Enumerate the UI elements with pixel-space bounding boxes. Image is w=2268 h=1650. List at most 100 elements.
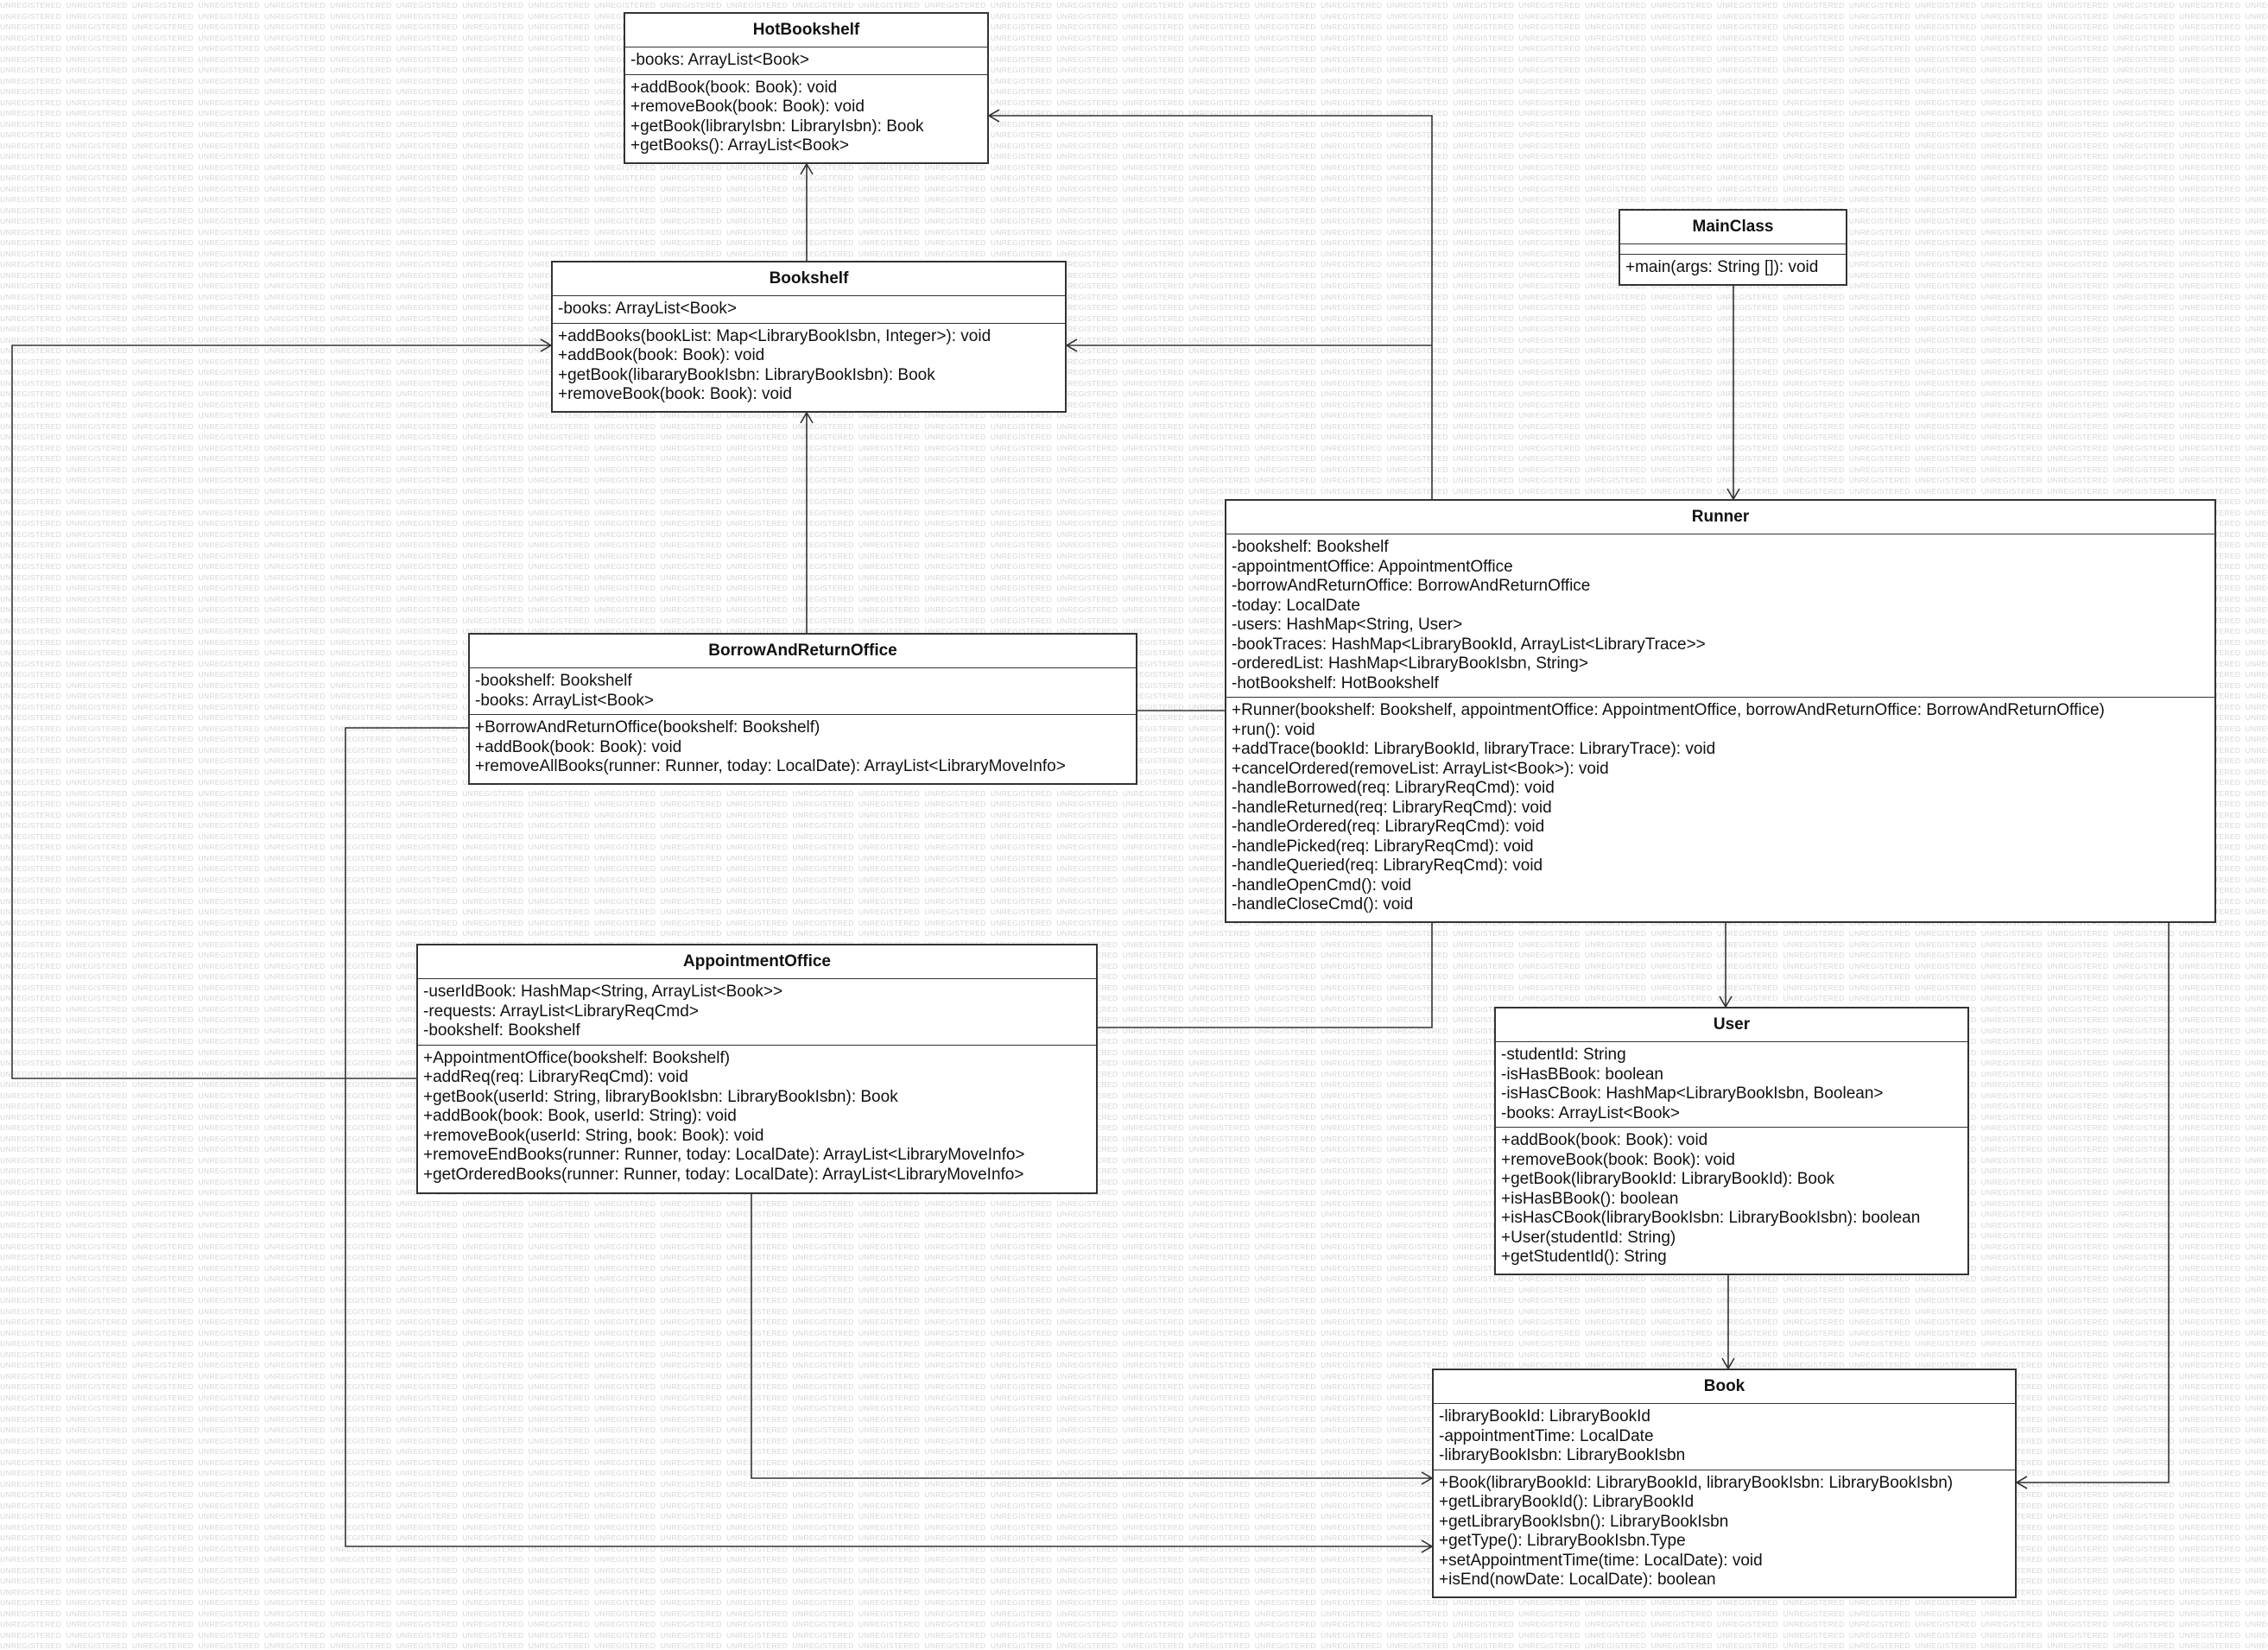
method-row: +removeBook(userId: String, book: Book):… [423, 1126, 764, 1145]
bookshelf-to-hotbookshelf-line [800, 162, 814, 261]
method-row: +addBook(book: Book): void [558, 346, 765, 364]
runner-to-user-line [1719, 923, 1733, 1008]
method-row: -handleQueried(req: LibraryReqCmd): void [1232, 857, 1543, 875]
attributes-section: -books: ArrayList<Book> [625, 47, 987, 74]
attributes-section: -books: ArrayList<Book> [553, 296, 1065, 323]
mainclass-to-runner-line [1726, 286, 1740, 501]
attribute-row: -libraryBookId: LibraryBookId [1439, 1407, 1650, 1426]
attributes-section: -bookshelf: Bookshelf-books: ArrayList<B… [470, 668, 1136, 714]
attribute-row: -studentId: String [1501, 1046, 1626, 1064]
class-borrowandreturnoffice[interactable]: BorrowAndReturnOffice -bookshelf: Booksh… [468, 633, 1137, 785]
method-row: +User(studentId: String) [1501, 1228, 1676, 1247]
attribute-row: -borrowAndReturnOffice: BorrowAndReturnO… [1232, 577, 1591, 595]
method-row: +getLibraryBookIsbn(): LibraryBookIsbn [1439, 1512, 1729, 1531]
method-row: +getBook(libraryIsbn: LibraryIsbn): Book [630, 117, 924, 136]
attribute-row: -today: LocalDate [1232, 596, 1360, 615]
method-row: +isHasCBook(libraryBookIsbn: LibraryBook… [1501, 1209, 1921, 1227]
methods-section: +main(args: String []): void [1620, 254, 1846, 281]
class-name: BorrowAndReturnOffice [470, 635, 1136, 668]
method-row: +removeBook(book: Book): void [630, 98, 865, 116]
appointmentoffice-to-runner-line [1098, 923, 1433, 1028]
attribute-row: -hotBookshelf: HotBookshelf [1232, 673, 1439, 692]
attribute-row: -requests: ArrayList<LibraryReqCmd> [423, 1002, 699, 1021]
attributes-section: -libraryBookId: LibraryBookId-appointmen… [1434, 1404, 2015, 1470]
method-row: +removeAllBooks(runner: Runner, today: L… [475, 757, 1066, 775]
method-row: +addBook(book: Book): void [475, 737, 682, 756]
method-row: +cancelOrdered(removeList: ArrayList<Boo… [1232, 759, 1609, 778]
attribute-row: -userIdBook: HashMap<String, ArrayList<B… [423, 983, 783, 1001]
method-row: +addBook(book: Book): void [1501, 1131, 1708, 1149]
method-row: +addReq(req: LibraryReqCmd): void [423, 1068, 688, 1086]
class-name: Bookshelf [553, 262, 1065, 296]
method-row: -handleOpenCmd(): void [1232, 876, 1412, 895]
attribute-row: -isHasBBook: boolean [1501, 1065, 1663, 1084]
attributes-section: -bookshelf: Bookshelf-appointmentOffice:… [1226, 534, 2214, 697]
method-row: +isHasBBook(): boolean [1501, 1189, 1679, 1208]
arrowhead [987, 109, 1000, 123]
methods-section: +Book(libraryBookId: LibraryBookId, libr… [1434, 1469, 2015, 1594]
class-name: AppointmentOffice [418, 945, 1096, 979]
arrowhead [800, 411, 814, 424]
class-hotbookshelf[interactable]: HotBookshelf -books: ArrayList<Book> +ad… [624, 12, 989, 164]
attribute-row: -bookTraces: HashMap<LibraryBookId, Arra… [1232, 635, 1706, 654]
attribute-row: -bookshelf: Bookshelf [1232, 538, 1389, 556]
method-row: +removeBook(book: Book): void [558, 385, 792, 403]
borrowandreturnoffice-to-bookshelf-line [800, 411, 814, 633]
method-row: -handleCloseCmd(): void [1232, 895, 1414, 914]
method-row: -handleReturned(req: LibraryReqCmd): voi… [1232, 798, 1552, 817]
attribute-row: -users: HashMap<String, User> [1232, 616, 1463, 634]
method-row: +getBook(libraryBookId: LibraryBookId): … [1501, 1170, 1835, 1188]
class-user[interactable]: User -studentId: String-isHasBBook: bool… [1494, 1007, 1969, 1275]
method-row: +Runner(bookshelf: Bookshelf, appointmen… [1232, 701, 2105, 719]
attribute-row: -appointmentTime: LocalDate [1439, 1426, 1654, 1445]
method-row: +run(): void [1232, 720, 1315, 739]
method-row: +addBook(book: Book, userId: String): vo… [423, 1107, 737, 1125]
user-to-book-line [1721, 1275, 1735, 1370]
method-row: +isEnd(nowDate: LocalDate): boolean [1439, 1571, 1716, 1589]
class-bookshelf[interactable]: Bookshelf -books: ArrayList<Book> +addBo… [551, 261, 1067, 413]
attributes-section: -studentId: String-isHasBBook: boolean-i… [1496, 1042, 1967, 1127]
methods-section: +addBooks(bookList: Map<LibraryBookIsbn,… [553, 322, 1065, 408]
method-row: +addBook(book: Book): void [630, 78, 838, 97]
method-row: +main(args: String []): void [1625, 258, 1819, 276]
method-row: +BorrowAndReturnOffice(bookshelf: Booksh… [475, 718, 820, 736]
method-row: +removeEndBooks(runner: Runner, today: L… [423, 1146, 1025, 1164]
method-row: +getType(): LibraryBookIsbn.Type [1439, 1532, 1686, 1550]
method-row: +Book(libraryBookId: LibraryBookId, libr… [1439, 1473, 1954, 1492]
methods-section: +addBook(book: Book): void+removeBook(bo… [625, 73, 987, 160]
arrowhead [1065, 338, 1078, 352]
class-appointmentoffice[interactable]: AppointmentOffice -userIdBook: HashMap<S… [416, 944, 1098, 1194]
attribute-row: -bookshelf: Bookshelf [423, 1021, 580, 1040]
class-name: HotBookshelf [625, 14, 987, 47]
method-row: +getLibraryBookId(): LibraryBookId [1439, 1493, 1695, 1511]
methods-section: +AppointmentOffice(bookshelf: Bookshelf)… [418, 1044, 1096, 1189]
class-mainclass[interactable]: MainClass +main(args: String []): void [1619, 209, 1847, 286]
method-row: +getBooks(): ArrayList<Book> [630, 136, 849, 155]
class-name: Book [1434, 1370, 2015, 1404]
attribute-row: -bookshelf: Bookshelf [475, 672, 632, 690]
attributes-section: -userIdBook: HashMap<String, ArrayList<B… [418, 979, 1096, 1045]
runner-to-hotbookshelf-line [987, 109, 1433, 499]
method-row: +getBook(userId: String, libraryBookIsbn… [423, 1087, 898, 1106]
method-row: +addTrace(bookId: LibraryBookId, library… [1232, 740, 1716, 758]
methods-section: +Runner(bookshelf: Bookshelf, appointmen… [1226, 697, 2214, 919]
class-book[interactable]: Book -libraryBookId: LibraryBookId-appoi… [1432, 1369, 2017, 1598]
method-row: -handleBorrowed(req: LibraryReqCmd): voi… [1232, 779, 1555, 797]
arrowhead [2015, 1476, 2028, 1489]
methods-section: +BorrowAndReturnOffice(bookshelf: Booksh… [470, 714, 1136, 781]
method-row: +getStudentId(): String [1501, 1248, 1667, 1266]
method-row: -handleOrdered(req: LibraryReqCmd): void [1232, 818, 1545, 836]
class-runner[interactable]: Runner -bookshelf: Bookshelf-appointment… [1225, 499, 2216, 923]
class-name: Runner [1226, 501, 2214, 534]
attribute-row: -books: ArrayList<Book> [475, 691, 654, 710]
class-name: User [1496, 1008, 1967, 1042]
attribute-row: -books: ArrayList<Book> [630, 51, 809, 69]
attribute-row: -books: ArrayList<Book> [1501, 1103, 1680, 1122]
method-row: +setAppointmentTime(time: LocalDate): vo… [1439, 1551, 1763, 1570]
attribute-row: -books: ArrayList<Book> [558, 300, 737, 318]
method-row: +removeBook(book: Book): void [1501, 1150, 1735, 1169]
attribute-row: -libraryBookIsbn: LibraryBookIsbn [1439, 1446, 1686, 1464]
arrowhead [800, 162, 814, 175]
attribute-row: -orderedList: HashMap<LibraryBookIsbn, S… [1232, 654, 1588, 673]
runner-to-bookshelf-line [1065, 338, 1432, 352]
